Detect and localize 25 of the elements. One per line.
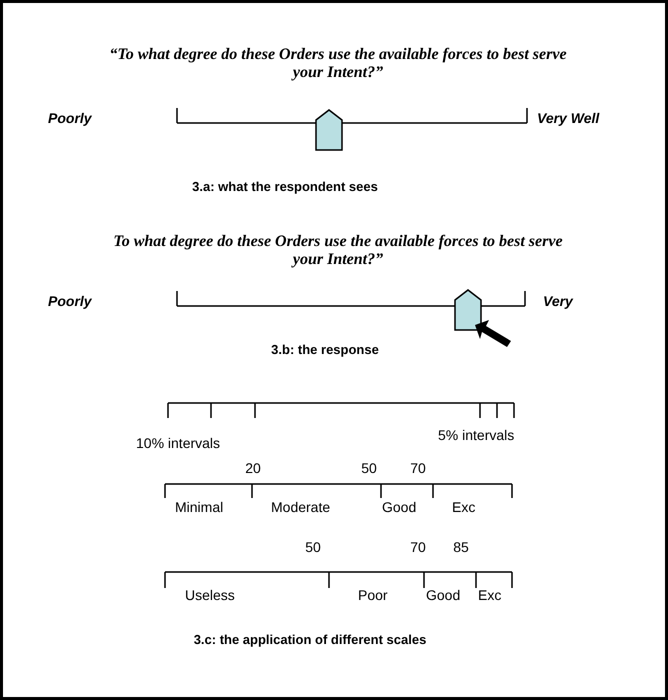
figure-caption: 3.c: the application of different scales: [194, 633, 426, 648]
tick-value: 70: [410, 539, 426, 556]
scale-end-label: Poorly: [48, 110, 92, 126]
question-text: “To what degree do these Orders use the available forces to best serve your Intent?”: [108, 46, 568, 83]
scale-label: 10% intervals: [136, 435, 220, 452]
question-text: To what degree do these Orders use the available forces to best serve your Intent?”: [112, 233, 564, 270]
category-label: Minimal: [175, 499, 224, 516]
category-label: Moderate: [271, 499, 330, 516]
tick-value: 70: [410, 460, 426, 476]
scale-label: 5% intervals: [438, 427, 514, 444]
category-label: Exc: [478, 587, 502, 604]
tick-value: 50: [361, 460, 377, 476]
tick-value: 20: [245, 460, 261, 476]
figure-caption: 3.a: what the respondent sees: [192, 180, 378, 195]
category-label: Exc: [452, 499, 476, 516]
figure-caption: 3.b: the response: [271, 343, 379, 358]
scale-end-label: Very: [543, 293, 573, 310]
category-label: Poor: [358, 587, 388, 604]
category-label: Good: [382, 499, 416, 516]
scale-end-label: Very Well: [537, 110, 600, 126]
category-label: Useless: [185, 587, 235, 604]
category-label: Good: [426, 587, 460, 604]
scale-end-label: Poorly: [48, 293, 92, 310]
tick-value: 50: [305, 539, 321, 556]
tick-value: 85: [453, 539, 469, 556]
